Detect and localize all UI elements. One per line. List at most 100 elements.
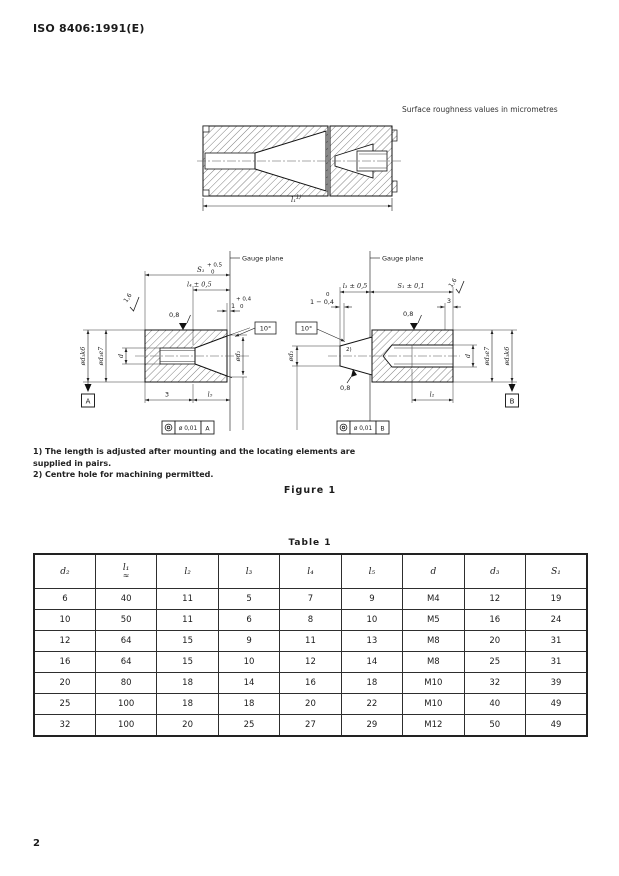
svg-text:ød₃e7: ød₃e7 <box>97 346 105 367</box>
left-tolerance-frame: ø 0,01 A <box>161 420 215 435</box>
left-roughness-outer: 1,6 <box>122 292 140 312</box>
right-gauge-plane-label: Gauge plane <box>382 255 423 263</box>
right-extension-lines <box>292 287 517 430</box>
svg-text:10°: 10° <box>301 325 313 333</box>
table-cell: 12 <box>33 630 96 652</box>
table-cell: M10 <box>402 693 465 715</box>
table-cell: 22 <box>340 693 404 715</box>
table-cell: 100 <box>94 714 158 737</box>
table-cell: 9 <box>340 588 404 610</box>
table-caption: Table 1 <box>288 538 332 548</box>
table-cell: 18 <box>156 693 219 715</box>
col-header-d3: d₃ <box>463 553 527 589</box>
figure-caption: Figure 1 <box>283 485 337 496</box>
table-cell: 24 <box>525 609 588 631</box>
table-cell: 50 <box>463 714 527 737</box>
table-cell: 18 <box>217 693 281 715</box>
table-cell: 15 <box>156 630 219 652</box>
right-dim-d3k6: ød₃k6 <box>503 330 514 382</box>
table-cell: 32 <box>33 714 96 737</box>
col-header-l2: l₂ <box>156 553 219 589</box>
table-cell: 10 <box>340 609 404 631</box>
table-cell: 27 <box>279 714 342 737</box>
table-cell: 80 <box>94 672 158 694</box>
col-header-l1: l₁≈ <box>94 553 158 589</box>
svg-text:d: d <box>464 354 472 358</box>
right-dim-3: 3 <box>437 297 461 309</box>
table-cell: M10 <box>402 672 465 694</box>
svg-text:B: B <box>510 398 515 406</box>
left-roughness-taper: 0,8 <box>169 311 191 330</box>
table-cell: 20 <box>33 672 96 694</box>
left-dim-d3e7: ød₃e7 <box>97 330 108 382</box>
col-header-s1: S₁ <box>525 553 588 589</box>
table-cell: 18 <box>340 672 404 694</box>
concentricity-icon <box>164 423 173 432</box>
col-header-d: d <box>402 553 465 589</box>
table-cell: 16 <box>463 609 527 631</box>
left-datum-a: A <box>81 382 95 408</box>
right-angle-callout: 10° <box>295 321 346 342</box>
svg-text:ø 0,01: ø 0,01 <box>354 426 373 432</box>
table-cell: M8 <box>402 651 465 673</box>
col-header-l5: l₅ <box>340 553 404 589</box>
svg-text:1 − 0,4: 1 − 0,4 <box>310 298 334 306</box>
surface-roughness-note: Surface roughness values in micrometres <box>402 105 558 114</box>
left-dim-l5: l₅ <box>193 391 230 402</box>
svg-text:0,8: 0,8 <box>403 310 413 318</box>
table-cell: 25 <box>463 651 527 673</box>
table-cell: 20 <box>463 630 527 652</box>
svg-text:+ 0,5: + 0,5 <box>207 263 223 269</box>
table-cell: 12 <box>463 588 527 610</box>
svg-text:3: 3 <box>447 297 451 305</box>
table-cell: 16 <box>33 651 96 673</box>
table-cell: 19 <box>525 588 588 610</box>
left-dim-3: 3 <box>145 391 193 402</box>
svg-text:+ 0,4: + 0,4 <box>236 297 252 303</box>
table-cell: 64 <box>94 630 158 652</box>
svg-text:B: B <box>380 425 384 432</box>
table-cell: 29 <box>340 714 404 737</box>
roughness-triangle-icon <box>351 369 357 377</box>
table-cell: 50 <box>94 609 158 631</box>
svg-text:0: 0 <box>326 292 330 298</box>
assembly-dim-l1-label: l₁1) <box>291 195 301 205</box>
table-cell: 49 <box>525 714 588 737</box>
table-cell: 10 <box>33 609 96 631</box>
table-cell: 14 <box>217 672 281 694</box>
table-cell: 31 <box>525 630 588 652</box>
left-dim-s1: S₁ + 0,5 0 <box>145 263 230 277</box>
datum-triangle-icon <box>508 384 516 392</box>
svg-text:ød₃k6: ød₃k6 <box>503 347 511 367</box>
svg-text:1,6: 1,6 <box>447 277 458 289</box>
table-cell: 20 <box>279 693 342 715</box>
table-cell: 100 <box>94 693 158 715</box>
svg-text:0,8: 0,8 <box>169 311 179 319</box>
left-extension-lines <box>83 271 247 430</box>
assembly-section-drawing: l₁1) <box>197 125 401 211</box>
right-datum-b: B <box>505 382 519 408</box>
svg-text:S₁ ± 0,1: S₁ ± 0,1 <box>398 282 425 290</box>
svg-text:3: 3 <box>165 391 169 399</box>
assembly-dim-l1 <box>202 198 393 211</box>
table-cell: M5 <box>402 609 465 631</box>
table-cell: 25 <box>217 714 281 737</box>
right-dim-one: 0 1 − 0,4 <box>310 292 352 309</box>
table-cell: 11 <box>156 588 219 610</box>
left-dim-thread-d: d <box>117 348 128 364</box>
roughness-check-icon <box>129 296 140 312</box>
svg-text:l₅: l₅ <box>208 391 213 399</box>
svg-text:ød₃e7: ød₃e7 <box>483 346 491 367</box>
svg-text:0: 0 <box>211 270 215 276</box>
note-1: 1) The length is adjusted after mounting… <box>33 447 356 468</box>
table-cell: M12 <box>402 714 465 737</box>
roughness-check-icon <box>455 280 465 294</box>
table-cell: 64 <box>94 651 158 673</box>
svg-text:0: 0 <box>240 304 244 310</box>
table-cell: 11 <box>279 630 342 652</box>
